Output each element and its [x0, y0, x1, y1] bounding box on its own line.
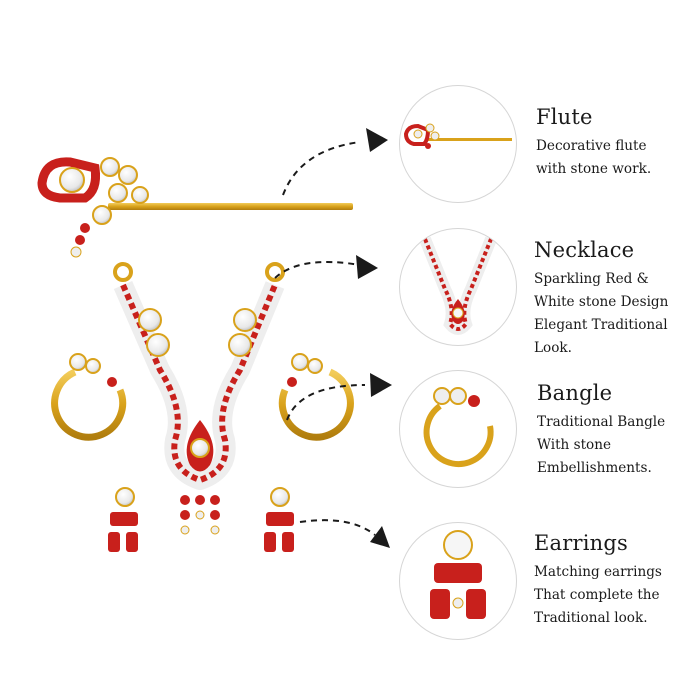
necklace-desc-line-4: Look. [534, 340, 572, 356]
bangle-detail-circle [399, 370, 517, 488]
earrings-desc-line-3: Traditional look. [534, 610, 648, 626]
earrings-desc-line-2: That complete the [534, 587, 660, 603]
necklace-desc-line-2: White stone Design [534, 294, 669, 310]
flute-label: Flute Decorative flute with stone work. [536, 105, 651, 181]
necklace-title: Necklace [534, 238, 635, 262]
flute-desc-line-2: with stone work. [536, 161, 652, 177]
flute-title: Flute [536, 105, 593, 129]
bangle-desc-line-1: Traditional Bangle [537, 414, 666, 430]
necklace-desc-line-3: Elegant Traditional [534, 317, 668, 333]
earrings-desc-line-1: Matching earrings [534, 564, 662, 580]
earrings-detail-circle [399, 522, 517, 640]
earring-image-left [108, 487, 138, 552]
earring-image-right [264, 487, 294, 552]
earrings-title: Earrings [534, 531, 628, 555]
bangle-image-right [278, 353, 354, 441]
bangle-desc-line-3: Embellishments. [537, 460, 652, 476]
necklace-label: Necklace Sparkling Red & White stone Des… [534, 238, 668, 360]
connector-arrows [274, 141, 376, 536]
bangle-label: Bangle Traditional Bangle With stone Emb… [537, 381, 665, 480]
flute-image [37, 157, 353, 258]
necklace-image [113, 262, 285, 535]
arrow-heads [356, 128, 392, 548]
flute-detail-circle [399, 85, 517, 203]
earrings-label: Earrings Matching earrings That complete… [534, 531, 662, 630]
bangle-image-left [51, 353, 127, 441]
necklace-detail-circle [399, 228, 517, 346]
bangle-title: Bangle [537, 381, 613, 405]
necklace-desc-line-1: Sparkling Red & [534, 271, 649, 287]
flute-desc-line-1: Decorative flute [536, 138, 647, 154]
bangle-desc-line-2: With stone [537, 437, 612, 453]
